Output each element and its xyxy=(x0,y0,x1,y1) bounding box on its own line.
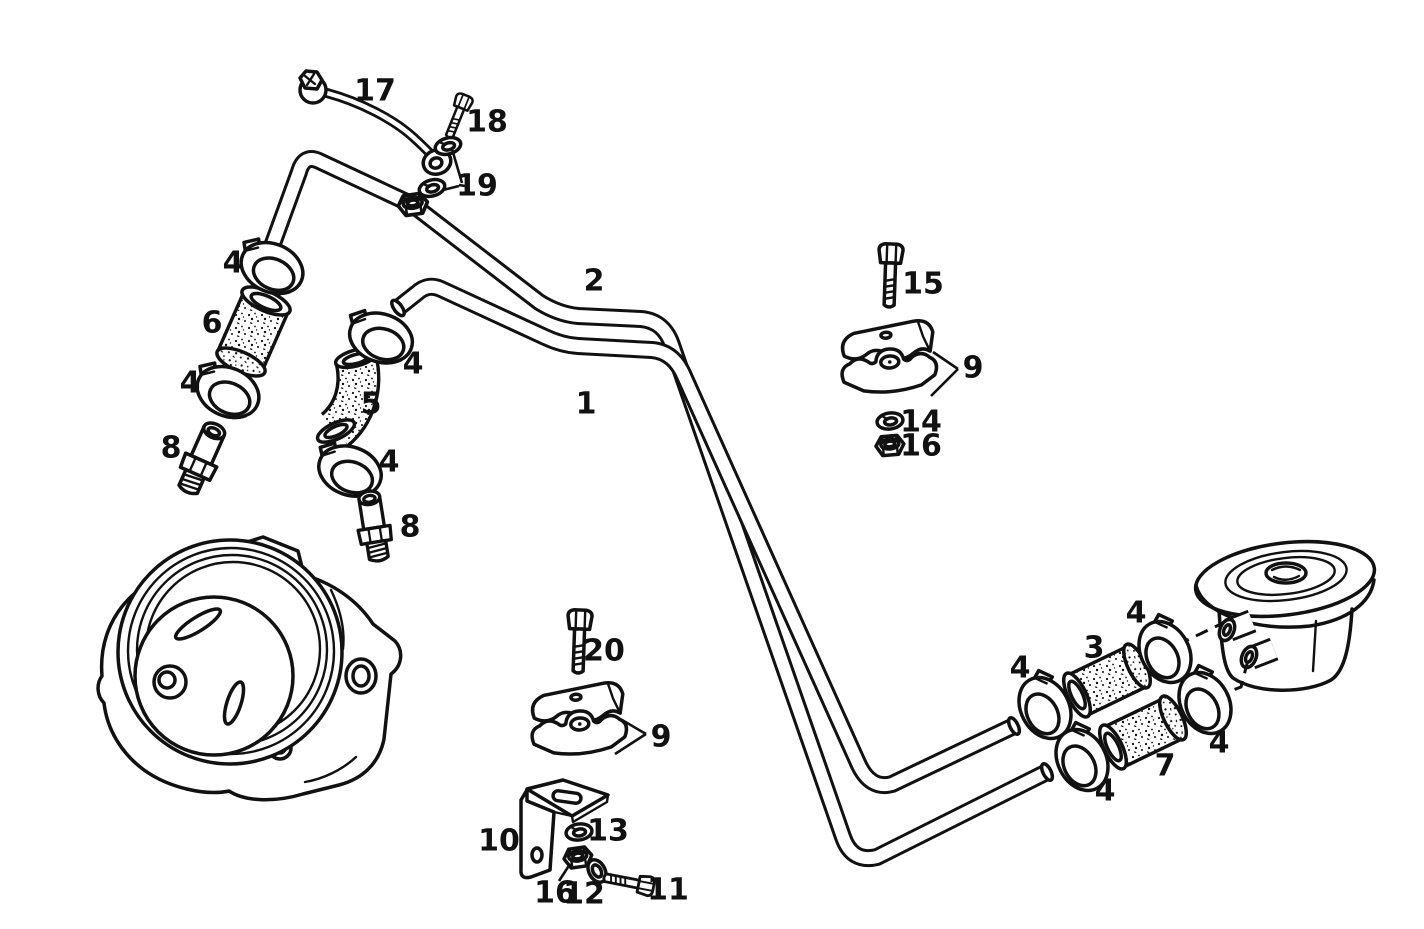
washer-19-a xyxy=(431,133,465,159)
washer-12 xyxy=(586,858,608,884)
part-label-18: 18 xyxy=(466,105,508,140)
part-label-1: 1 xyxy=(576,387,597,422)
part-label-10: 10 xyxy=(478,824,520,859)
part-label-16: 16 xyxy=(534,876,576,911)
clamp-assembly-center-9 xyxy=(526,679,630,759)
part-label-9: 9 xyxy=(963,351,984,386)
hose-6 xyxy=(215,285,292,378)
part-label-4: 4 xyxy=(403,347,424,382)
part-label-4: 4 xyxy=(379,445,400,480)
part-label-7: 7 xyxy=(1155,749,1176,784)
part-label-15: 15 xyxy=(902,267,944,302)
pump-pulley xyxy=(116,538,344,766)
part-label-4: 4 xyxy=(1126,596,1147,631)
part-label-8: 8 xyxy=(161,431,182,466)
part-label-4: 4 xyxy=(1095,774,1116,809)
elbow-hose-5 xyxy=(315,346,381,447)
pipe-bracket-nut xyxy=(395,190,431,219)
part-label-16: 16 xyxy=(900,429,942,464)
leader-lines xyxy=(442,148,959,882)
part-label-4: 4 xyxy=(223,246,244,281)
part-label-4: 4 xyxy=(1010,651,1031,686)
oil-cooler xyxy=(1193,539,1377,692)
clamp-assembly-right-9 xyxy=(836,317,940,397)
part-label-11: 11 xyxy=(647,873,689,908)
water-pump xyxy=(96,535,403,802)
pipe-1 xyxy=(390,277,1022,794)
part-label-2: 2 xyxy=(584,264,605,299)
part-label-9: 9 xyxy=(651,720,672,755)
part-label-19: 19 xyxy=(456,169,498,204)
part-label-5: 5 xyxy=(361,387,382,422)
part-label-6: 6 xyxy=(202,306,223,341)
bracket-10 xyxy=(519,778,610,880)
cooler-pipe-stubs xyxy=(1217,609,1279,670)
part-label-17: 17 xyxy=(354,74,396,109)
part-label-12: 12 xyxy=(563,877,605,912)
stay-rod-17 xyxy=(298,69,453,177)
hose-7 xyxy=(1097,694,1189,771)
part-label-4: 4 xyxy=(1209,726,1230,761)
part-label-8: 8 xyxy=(400,510,421,545)
part-label-20: 20 xyxy=(583,634,625,669)
part-label-13: 13 xyxy=(587,814,629,849)
part-label-14: 14 xyxy=(900,405,942,440)
bolt-15 xyxy=(875,241,905,310)
part-label-3: 3 xyxy=(1084,631,1105,666)
part-label-4: 4 xyxy=(180,366,201,401)
fitting-8-middle xyxy=(350,487,397,565)
pipe-2 xyxy=(260,150,1055,867)
